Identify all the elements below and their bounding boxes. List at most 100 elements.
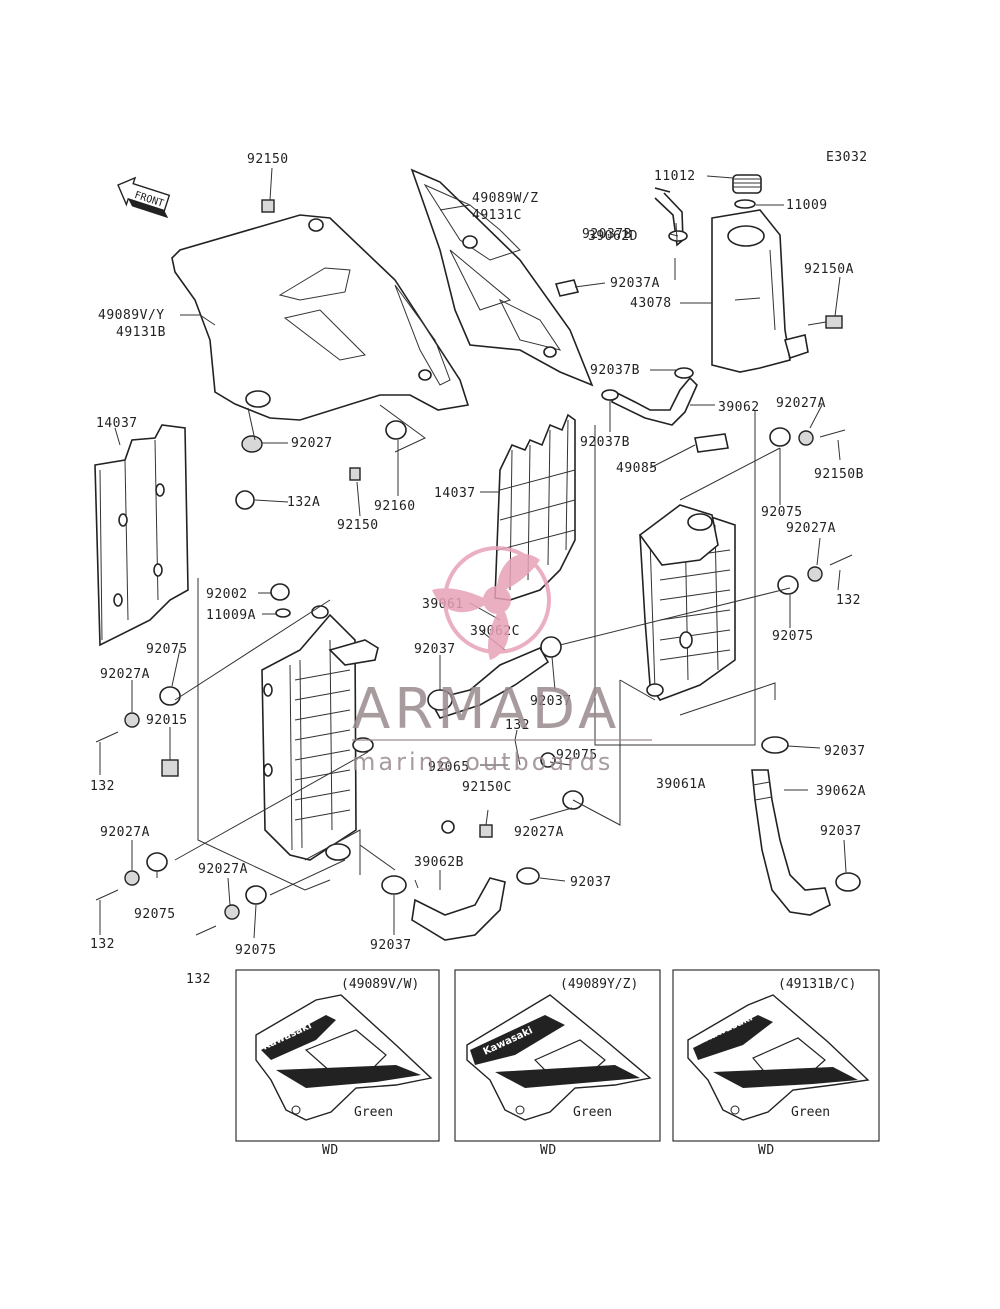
label-43078: 43078	[630, 296, 672, 311]
label-92027a-3: 92027A	[100, 667, 150, 682]
label-49085: 49085	[616, 461, 658, 476]
diagram-code: E3032	[826, 150, 868, 165]
label-132-4: 132	[90, 937, 115, 952]
left-radiator-guard	[94, 424, 189, 647]
collar-92065	[540, 752, 556, 768]
bolt-132-right	[829, 554, 853, 566]
label-92002: 92002	[206, 587, 248, 602]
label-11009: 11009	[786, 198, 828, 213]
armada-watermark: ARMADA marine outboards	[352, 546, 652, 776]
label-92075-2: 92075	[772, 629, 814, 644]
variant-note-2: WD	[540, 1143, 557, 1158]
clamp-92037-6	[835, 872, 861, 892]
grommet-92075-5	[146, 852, 168, 872]
label-49089vy: 49089V/Y	[98, 308, 165, 323]
clamp-92037-5	[516, 867, 540, 885]
clip-92015	[161, 759, 179, 777]
bolt-132-mid	[514, 739, 521, 766]
clamp-92037-3	[761, 736, 789, 754]
watermark-tagline: marine outboards	[352, 748, 613, 776]
label-92075-4: 92075	[556, 748, 598, 763]
collar-49085	[694, 433, 729, 453]
middle-radiator-guard	[494, 413, 576, 601]
label-132-5: 132	[186, 972, 211, 987]
label-39062b: 39062B	[414, 855, 464, 870]
label-39062a: 39062A	[816, 784, 866, 799]
cap-gasket	[734, 199, 756, 209]
label-92037-6: 92037	[370, 938, 412, 953]
grommet-92075-3	[159, 686, 181, 706]
label-49089wz: 49089W/Z	[472, 191, 539, 206]
hose-39062a	[751, 769, 831, 916]
label-14037-left: 14037	[96, 416, 138, 431]
grommet-92027	[241, 435, 263, 453]
propeller-logo	[432, 546, 551, 660]
reservoir-tank	[711, 174, 809, 373]
leader-lines	[99, 167, 847, 939]
label-92075-1: 92075	[761, 505, 803, 520]
clamp-92037-4	[381, 875, 407, 895]
label-92037-2: 92037	[530, 694, 572, 709]
variant-note-1: WD	[322, 1143, 339, 1158]
label-92150b: 92150B	[814, 467, 864, 482]
grommet-92160	[385, 420, 407, 440]
collar-92027a-4	[441, 820, 455, 834]
variant-color-1: Green	[354, 1105, 393, 1120]
bolt-132-left-2	[95, 889, 119, 901]
label-132-1: 132	[836, 593, 861, 608]
label-92150c: 92150C	[462, 780, 512, 795]
collar-92027a-1	[798, 430, 814, 446]
label-92037-5: 92037	[570, 875, 612, 890]
variant-box-3: (49131B/C) Kawasaki Green	[672, 969, 880, 1142]
label-49131c: 49131C	[472, 208, 522, 223]
hose-39062b	[411, 877, 506, 941]
label-92075-3: 92075	[146, 642, 188, 657]
label-92150-top: 92150	[247, 152, 289, 167]
variant-color-3: Green	[791, 1105, 830, 1120]
left-radiator-shroud	[171, 214, 470, 421]
shroud-with-decal-3: Kawasaki	[687, 994, 870, 1121]
collar-92027a-5	[124, 870, 140, 886]
label-92037b-2: 92037B	[590, 363, 640, 378]
label-92160: 92160	[374, 499, 416, 514]
variant-code-2: (49089Y/Z)	[560, 977, 638, 992]
hose-39062	[611, 376, 698, 426]
label-92015: 92015	[146, 713, 188, 728]
label-39062: 39062	[718, 400, 760, 415]
label-92037-4: 92037	[820, 824, 862, 839]
right-radiator-shroud	[410, 168, 594, 387]
variant-code-1: (49089V/W)	[341, 977, 419, 992]
collar-132a	[235, 490, 255, 510]
label-49131b: 49131B	[116, 325, 166, 340]
label-92027a-1: 92027A	[776, 396, 826, 411]
front-direction-arrow: FRONT	[117, 176, 171, 219]
label-11012: 11012	[654, 169, 696, 184]
gasket-11009a	[275, 608, 291, 618]
label-92075-5: 92075	[134, 907, 176, 922]
clamp-92037a	[554, 279, 580, 297]
hose-39062c	[428, 646, 550, 719]
label-92027a-6: 92027A	[198, 862, 248, 877]
collar-92027a-3	[124, 712, 140, 728]
variant-color-2: Green	[573, 1105, 612, 1120]
label-39061a: 39061A	[656, 777, 706, 792]
label-92037a: 92037A	[610, 276, 660, 291]
bolt-92150-mid	[349, 467, 361, 481]
label-132-3: 132	[90, 779, 115, 794]
shroud-with-decal-2: Kawasaki	[466, 994, 652, 1121]
label-92075-6: 92075	[235, 943, 277, 958]
bolt-92150-top	[261, 199, 275, 213]
cap-92002	[270, 583, 290, 601]
label-92150a: 92150A	[804, 262, 854, 277]
label-92037-1: 92037	[414, 642, 456, 657]
label-11009a: 11009A	[206, 608, 256, 623]
label-92027: 92027	[291, 436, 333, 451]
grommet-92075-1	[769, 427, 791, 447]
label-132a: 132A	[287, 495, 320, 510]
right-radiator	[638, 504, 736, 701]
grommet-92075-6	[245, 885, 267, 905]
bolt-92150b	[819, 429, 846, 438]
label-92037b-1-visible: 92037B	[582, 227, 632, 242]
reservoir-cap	[732, 174, 762, 194]
